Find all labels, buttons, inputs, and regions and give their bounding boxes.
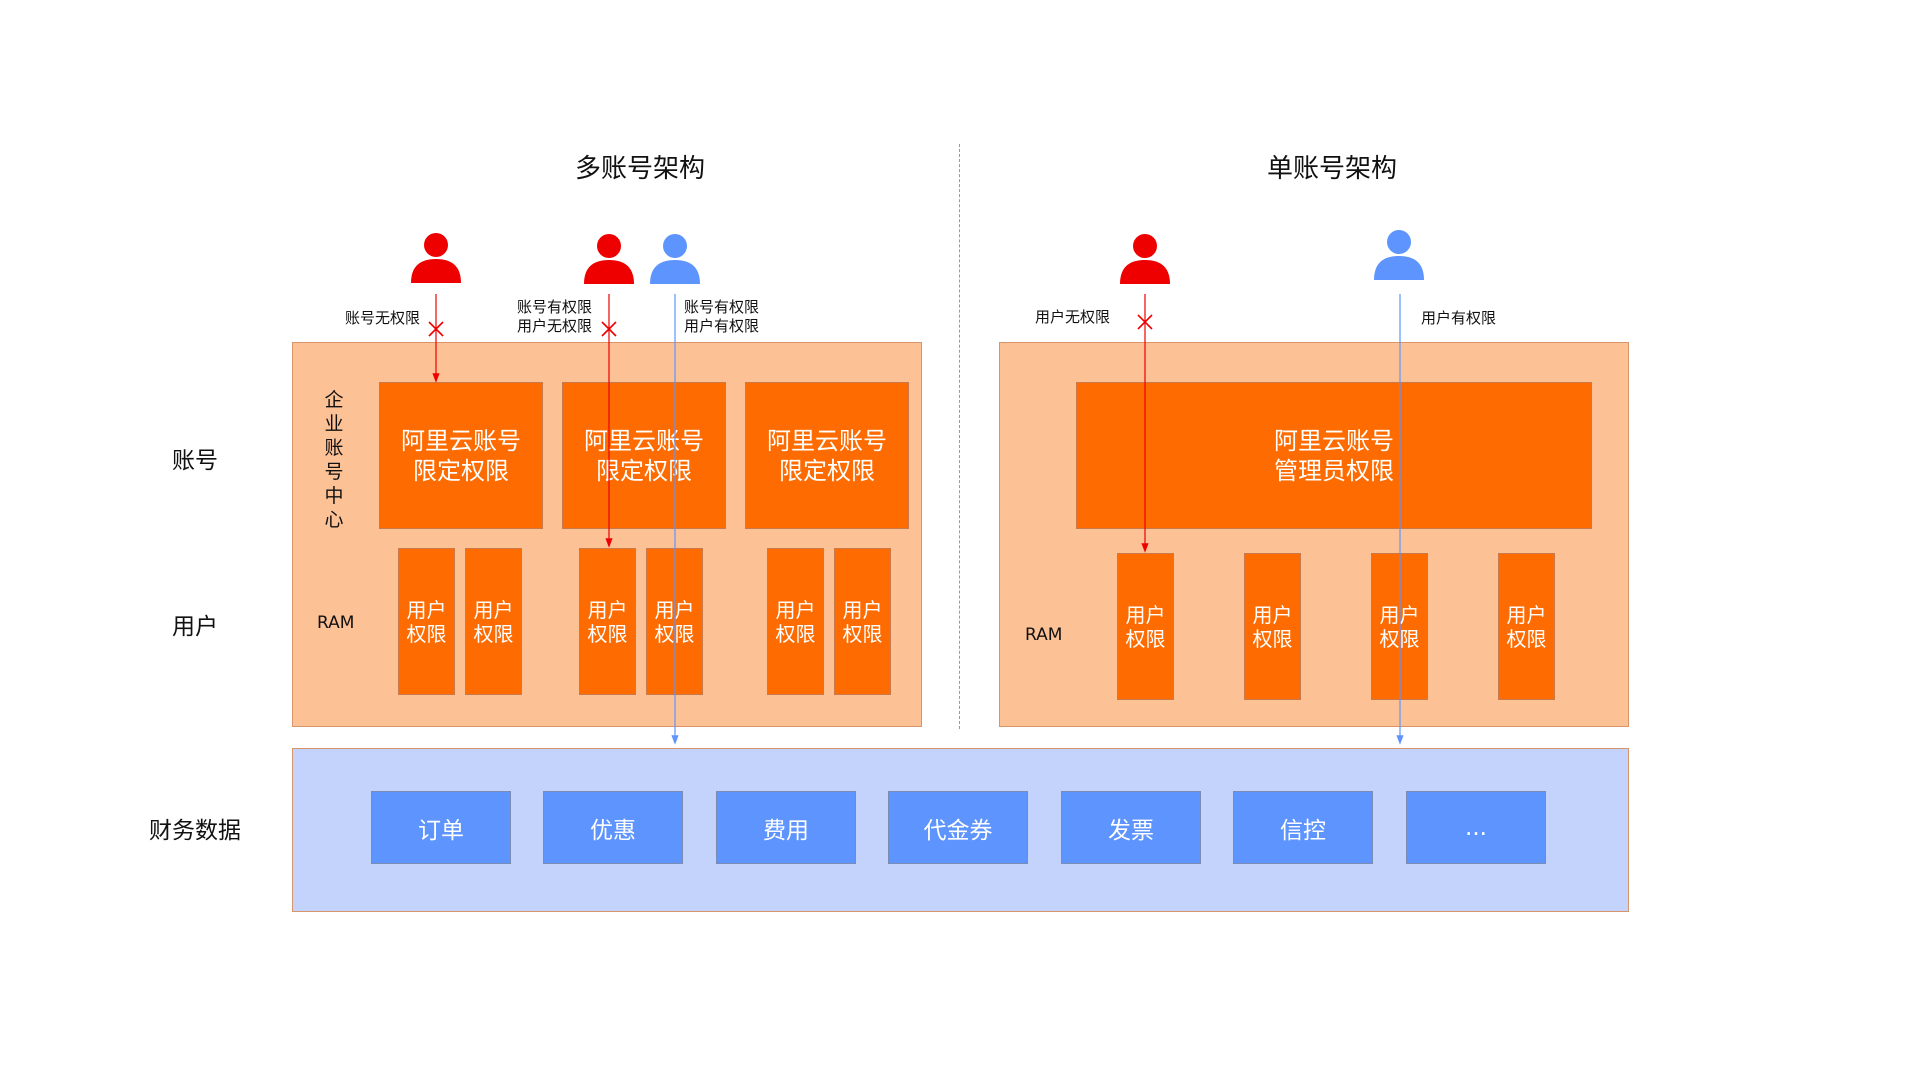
user-box-line2: 权限 xyxy=(842,621,883,646)
account-box-line2: 管理员权限 xyxy=(1274,456,1394,485)
finance-item-order: 订单 xyxy=(371,791,511,864)
single-user-box-4: 用户 权限 xyxy=(1498,553,1555,700)
enterprise-account-center-label: 企业账号中心 xyxy=(324,389,344,531)
user-box-line1: 用户 xyxy=(1506,602,1547,627)
user-box-line1: 用户 xyxy=(587,597,628,622)
multi-account-box-3: 阿里云账号 限定权限 xyxy=(745,382,909,529)
perm-label-line2: 用户无权限 xyxy=(517,317,593,335)
perm-label-line1: 账号有权限 xyxy=(684,298,760,316)
user-box-line2: 权限 xyxy=(587,621,628,646)
cross-icon xyxy=(1137,314,1153,330)
single-account-admin-box: 阿里云账号 管理员权限 xyxy=(1076,382,1592,529)
person-icon-blue xyxy=(650,234,700,284)
person-icon-red xyxy=(411,233,461,283)
row-label-user: 用户 xyxy=(172,614,218,640)
account-box-line2: 限定权限 xyxy=(596,456,692,485)
user-box-line1: 用户 xyxy=(1125,602,1166,627)
user-box-line2: 权限 xyxy=(1506,626,1547,651)
perm-label-line2: 用户有权限 xyxy=(684,317,760,335)
user-box-line1: 用户 xyxy=(775,597,816,622)
person-icon-blue xyxy=(1374,230,1424,280)
single-account-title: 单账号架构 xyxy=(1266,154,1398,184)
user-box-line1: 用户 xyxy=(406,597,447,622)
finance-item-more: ... xyxy=(1406,791,1546,864)
multi-account-box-2: 阿里云账号 限定权限 xyxy=(562,382,726,529)
multi-user-box-2: 用户 权限 xyxy=(465,548,522,695)
person-icon-red xyxy=(1120,234,1170,284)
cross-icon xyxy=(601,321,617,337)
person-icon-red xyxy=(584,234,634,284)
multi-user-box-6: 用户 权限 xyxy=(834,548,891,695)
section-divider xyxy=(959,144,960,729)
user-box-line2: 权限 xyxy=(1125,626,1166,651)
single-user-box-1: 用户 权限 xyxy=(1117,553,1174,700)
account-box-line2: 限定权限 xyxy=(779,456,875,485)
user-box-line2: 权限 xyxy=(1252,626,1293,651)
finance-item-credit-control: 信控 xyxy=(1233,791,1373,864)
finance-item-voucher: 代金券 xyxy=(888,791,1028,864)
cross-icon xyxy=(428,321,444,337)
user-box-line1: 用户 xyxy=(473,597,514,622)
user-box-line2: 权限 xyxy=(775,621,816,646)
account-box-line1: 阿里云账号 xyxy=(1274,426,1394,455)
multi-account-box-1: 阿里云账号 限定权限 xyxy=(379,382,543,529)
user-box-line1: 用户 xyxy=(1252,602,1293,627)
row-label-account: 账号 xyxy=(172,448,218,474)
account-box-line1: 阿里云账号 xyxy=(401,426,521,455)
perm-label-account-yes-user-no: 账号有权限 用户无权限 xyxy=(517,298,592,336)
finance-item-cost: 费用 xyxy=(716,791,856,864)
single-user-box-2: 用户 权限 xyxy=(1244,553,1301,700)
user-box-line1: 用户 xyxy=(842,597,883,622)
user-box-line2: 权限 xyxy=(473,621,514,646)
multi-user-box-5: 用户 权限 xyxy=(767,548,824,695)
perm-label-user-none: 用户无权限 xyxy=(1035,308,1111,326)
account-box-line1: 阿里云账号 xyxy=(767,426,887,455)
perm-label-line1: 账号有权限 xyxy=(517,298,593,316)
user-box-line2: 权限 xyxy=(406,621,447,646)
account-box-line2: 限定权限 xyxy=(413,456,509,485)
multi-user-box-1: 用户 权限 xyxy=(398,548,455,695)
account-box-line1: 阿里云账号 xyxy=(584,426,704,455)
perm-label-user-yes: 用户有权限 xyxy=(1421,309,1497,327)
perm-label-account-yes-user-yes: 账号有权限 用户有权限 xyxy=(684,298,759,336)
single-ram-label: RAM xyxy=(1025,625,1063,645)
multi-user-box-3: 用户 权限 xyxy=(579,548,636,695)
row-label-finance: 财务数据 xyxy=(149,818,241,844)
multi-account-title: 多账号架构 xyxy=(574,154,706,184)
perm-label-account-none: 账号无权限 xyxy=(345,309,421,327)
finance-item-invoice: 发票 xyxy=(1061,791,1201,864)
finance-item-discount: 优惠 xyxy=(543,791,683,864)
multi-ram-label: RAM xyxy=(317,613,355,633)
